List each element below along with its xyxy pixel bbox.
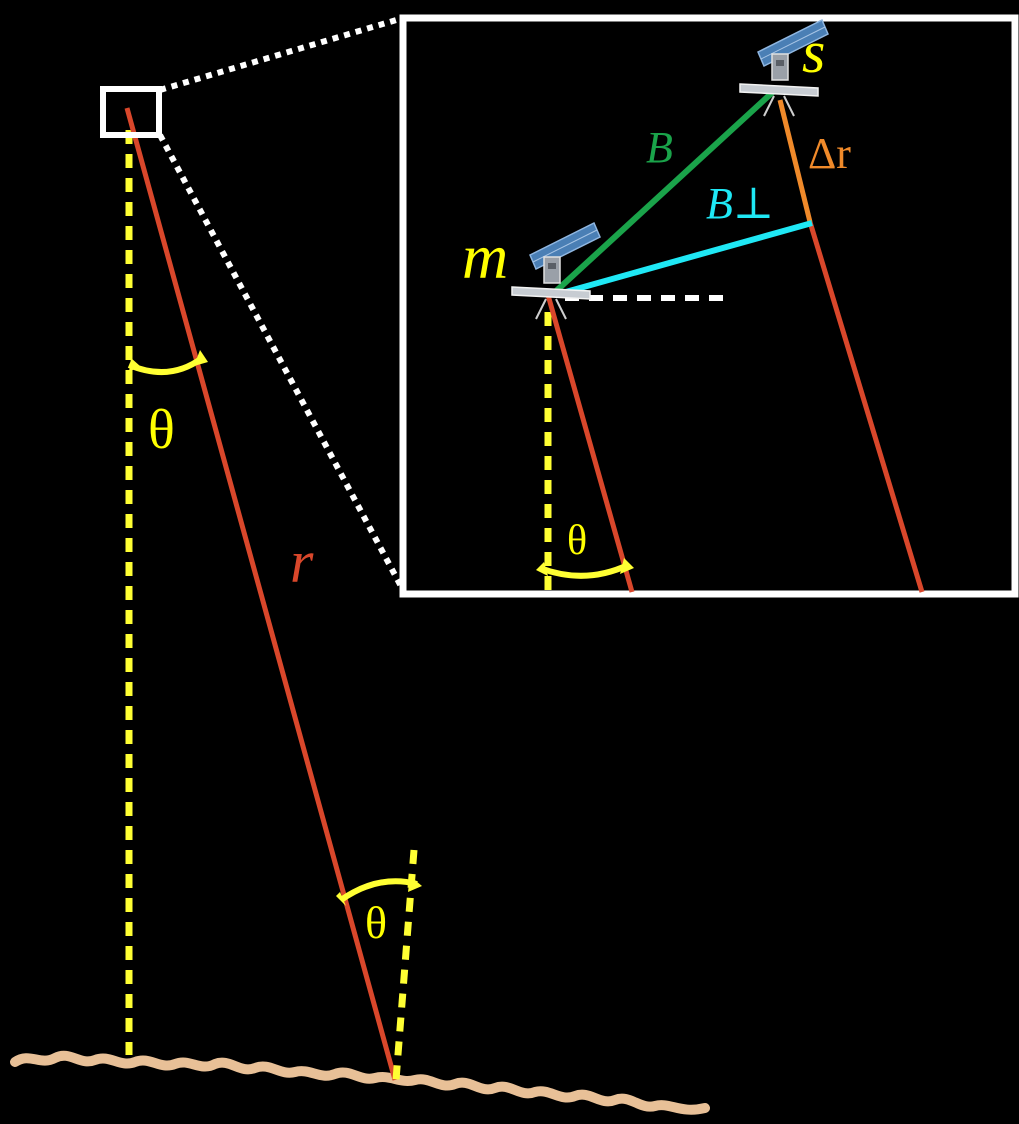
baseline-perp-label: B⊥ [706,179,774,228]
ground-local-vertical [392,849,418,1081]
zoom-connector-bottom [157,133,406,592]
satellite-icon [739,18,829,117]
theta-label-main: θ [148,399,175,461]
inset-baseline-b [552,87,778,295]
inset-slave-range-line [807,221,925,593]
range-line-r [124,107,398,1081]
theta-arc-ground-arrowtail [336,892,346,906]
theta-arc-main-arrowtail [129,358,140,372]
inset-theta-arc-arrowhead [620,558,634,574]
baseline-label-b: B [646,123,673,172]
inset-theta-arc [538,562,630,579]
inset-theta-arc-arrowtail [536,562,548,576]
satellite-icon [511,221,601,320]
ground-surface [10,1050,710,1115]
range-label-r: r [290,529,314,595]
theta-label-ground: θ [365,897,387,948]
master-label-m: m [462,221,508,292]
inset-baseline-perpendicular [554,220,813,298]
zoom-source-box [100,86,162,138]
inset-delta-r-segment [777,99,813,223]
inset-frame [399,14,1019,598]
theta-arc-main-arrowhead [194,350,208,366]
delta-r-label: Δr [808,129,851,178]
inset-master-range-line [545,294,635,593]
inset-theta-label: θ [567,518,587,564]
theta-arc-ground-arrowhead [408,876,422,892]
slave-label-s: s [802,19,825,85]
